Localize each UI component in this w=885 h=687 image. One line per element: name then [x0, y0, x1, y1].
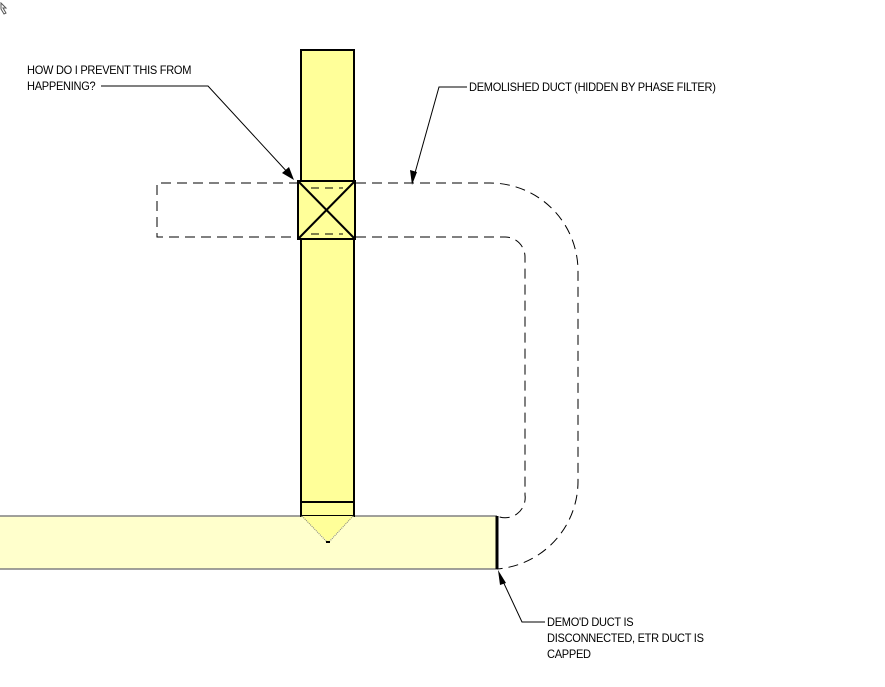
tee-fitting-point — [326, 541, 330, 543]
existing-duct-horizontal[interactable] — [0, 516, 497, 569]
vertical-duct-lower[interactable] — [300, 238, 355, 503]
note-demolished-line1: DEMOLISHED DUCT (HIDDEN BY PHASE FILTER) — [469, 80, 716, 94]
leader-demolished — [412, 86, 467, 181]
note-question-line2: HAPPENING? — [27, 79, 96, 93]
arrowhead-icon — [282, 167, 294, 180]
crossing-fitting[interactable] — [297, 180, 356, 240]
leader-question — [101, 85, 291, 176]
note-capped-line1: DEMO'D DUCT IS — [547, 615, 634, 629]
vertical-duct-upper[interactable] — [300, 49, 355, 182]
leader-capped — [499, 574, 545, 623]
note-capped-line3: CAPPED — [547, 647, 591, 661]
arrowhead-icon — [498, 570, 506, 585]
vertical-duct-connector[interactable] — [300, 501, 355, 517]
demolished-duct[interactable] — [156, 182, 579, 570]
arrowhead-icon — [410, 170, 417, 185]
tee-fitting[interactable] — [301, 516, 354, 542]
note-question-line1: HOW DO I PREVENT THIS FROM — [27, 63, 192, 77]
tee-fitting-edge — [301, 515, 328, 543]
note-question: HOW DO I PREVENT THIS FROM HAPPENING? — [27, 62, 191, 94]
note-capped-line2: DISCONNECTED, ETR DUCT IS — [547, 631, 704, 645]
pointer-cursor-icon — [0, 2, 8, 15]
note-capped: DEMO'D DUCT IS DISCONNECTED, ETR DUCT IS… — [547, 614, 704, 662]
note-demolished: DEMOLISHED DUCT (HIDDEN BY PHASE FILTER) — [469, 79, 716, 95]
